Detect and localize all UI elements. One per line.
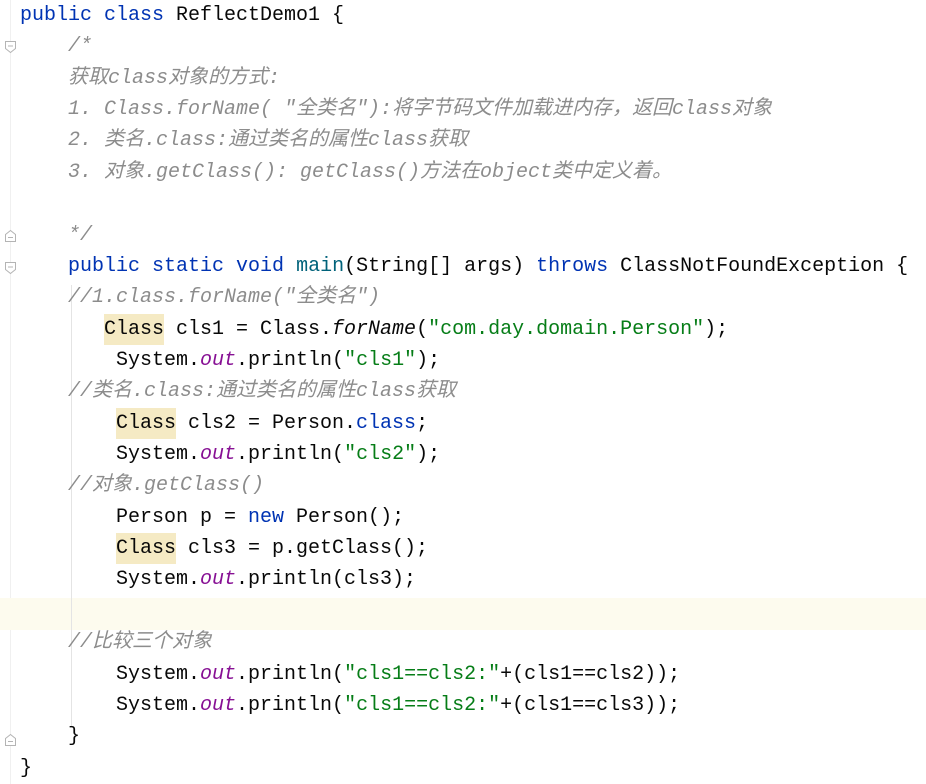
keyword-token: new	[248, 505, 285, 529]
code-token: Person p =	[116, 505, 249, 529]
static-method-token: forName	[332, 317, 417, 341]
code-line-6[interactable]: 3. 对象.getClass(): getClass()方法在object类中定…	[0, 157, 926, 188]
code-token: );	[704, 317, 729, 341]
string-token: "cls2"	[344, 443, 417, 467]
code-token: cls2 = Person.	[176, 411, 357, 435]
comment-token: //类名.class:通过类名的属性class获取	[68, 380, 457, 404]
comment-token: //比较三个对象	[68, 631, 213, 655]
code-token: System.	[116, 693, 201, 717]
string-token: "cls1==cls2:"	[344, 662, 501, 686]
code-line-23[interactable]: System.out.println("cls1==cls2:"+(cls1==…	[0, 690, 926, 721]
code-line-20[interactable]	[0, 596, 926, 627]
keyword-token: throws	[536, 254, 609, 278]
string-token: "cls1==cls2:"	[344, 693, 501, 717]
code-line-1[interactable]: public class ReflectDemo1 {	[0, 0, 926, 31]
comment-token: 获取class对象的方式:	[68, 66, 281, 90]
closing-brace-token: }	[68, 725, 81, 749]
code-line-12[interactable]: System.out.println("cls1");	[0, 345, 926, 376]
code-token: System.	[116, 348, 201, 372]
code-line-11[interactable]: Class cls1 = Class.forName("com.day.doma…	[0, 313, 926, 345]
code-token: .println(cls3);	[236, 568, 417, 592]
code-token: cls1 = Class.	[164, 317, 333, 341]
code-token: .println(	[236, 662, 345, 686]
code-line-9[interactable]: public static void main(String[] args) t…	[0, 251, 926, 282]
static-field-token: out	[200, 693, 237, 717]
code-line-7[interactable]	[0, 188, 926, 219]
code-line-15[interactable]: System.out.println("cls2");	[0, 439, 926, 470]
highlighted-class-token: Class	[116, 407, 177, 439]
comment-token: //1.class.forName("全类名")	[68, 286, 381, 310]
code-token: System.	[116, 568, 201, 592]
comment-token: //对象.getClass()	[68, 474, 265, 498]
code-token: .println(	[236, 693, 345, 717]
code-token: System.	[116, 662, 201, 686]
code-token: ;	[416, 411, 429, 435]
code-line-13[interactable]: //类名.class:通过类名的属性class获取	[0, 376, 926, 407]
code-token: Person();	[284, 505, 405, 529]
keyword-token: class	[356, 411, 417, 435]
code-token: cls3 = p.getClass();	[176, 537, 429, 561]
code-line-16[interactable]: //对象.getClass()	[0, 470, 926, 501]
gutter-separator	[10, 0, 11, 784]
code-token: System.	[116, 443, 201, 467]
code-line-2[interactable]: /*	[0, 31, 926, 62]
static-field-token: out	[200, 568, 237, 592]
code-line-18[interactable]: Class cls3 = p.getClass();	[0, 533, 926, 565]
code-token: .println(	[236, 443, 345, 467]
code-line-24[interactable]: }	[0, 721, 926, 752]
comment-token: 2. 类名.class:通过类名的属性class获取	[68, 129, 469, 153]
code-token: .println(	[236, 348, 345, 372]
code-line-25[interactable]: }	[0, 753, 926, 784]
comment-token: 3. 对象.getClass(): getClass()方法在object类中定…	[68, 160, 673, 184]
highlighted-class-token: Class	[116, 533, 177, 565]
comment-token: 1. Class.forName( "全类名"):将字节码文件加载进内存，返回c…	[68, 98, 773, 122]
string-token: "com.day.domain.Person"	[428, 317, 705, 341]
highlighted-class-token: Class	[104, 313, 165, 345]
static-field-token: out	[200, 662, 237, 686]
code-line-22[interactable]: System.out.println("cls1==cls2:"+(cls1==…	[0, 659, 926, 690]
code-line-21[interactable]: //比较三个对象	[0, 627, 926, 658]
fold-end-icon[interactable]	[4, 229, 17, 243]
code-line-17[interactable]: Person p = new Person();	[0, 502, 926, 533]
comment-token: /*	[68, 35, 93, 59]
indent-guide	[71, 285, 72, 727]
code-token: (	[416, 317, 429, 341]
code-token	[284, 255, 296, 278]
code-token: );	[416, 348, 441, 372]
code-token: ClassNotFoundException {	[608, 254, 909, 278]
closing-brace-token: }	[20, 756, 33, 780]
keyword-token: public class	[20, 4, 165, 27]
comment-token: */	[68, 223, 93, 247]
code-line-4[interactable]: 1. Class.forName( "全类名"):将字节码文件加载进内存，返回c…	[0, 94, 926, 125]
code-token: +(cls1==cls3));	[500, 693, 681, 717]
string-token: "cls1"	[344, 348, 417, 372]
fold-start-icon[interactable]	[4, 261, 17, 275]
method-name-token: main	[296, 254, 345, 278]
fold-start-icon[interactable]	[4, 40, 17, 54]
code-line-10[interactable]: //1.class.forName("全类名")	[0, 282, 926, 313]
keyword-token: public static void	[68, 254, 285, 278]
fold-end-icon[interactable]	[4, 733, 17, 747]
current-line-highlight	[0, 598, 926, 630]
code-line-14[interactable]: Class cls2 = Person.class;	[0, 407, 926, 439]
code-token: );	[416, 443, 441, 467]
static-field-token: out	[200, 443, 237, 467]
code-line-8[interactable]: */	[0, 220, 926, 251]
code-line-19[interactable]: System.out.println(cls3);	[0, 564, 926, 595]
code-line-5[interactable]: 2. 类名.class:通过类名的属性class获取	[0, 125, 926, 156]
code-line-3[interactable]: 获取class对象的方式:	[0, 63, 926, 94]
code-token: (String[] args)	[344, 254, 537, 278]
static-field-token: out	[200, 348, 237, 372]
code-token: ReflectDemo1 {	[164, 4, 345, 27]
code-token: +(cls1==cls2));	[500, 662, 681, 686]
